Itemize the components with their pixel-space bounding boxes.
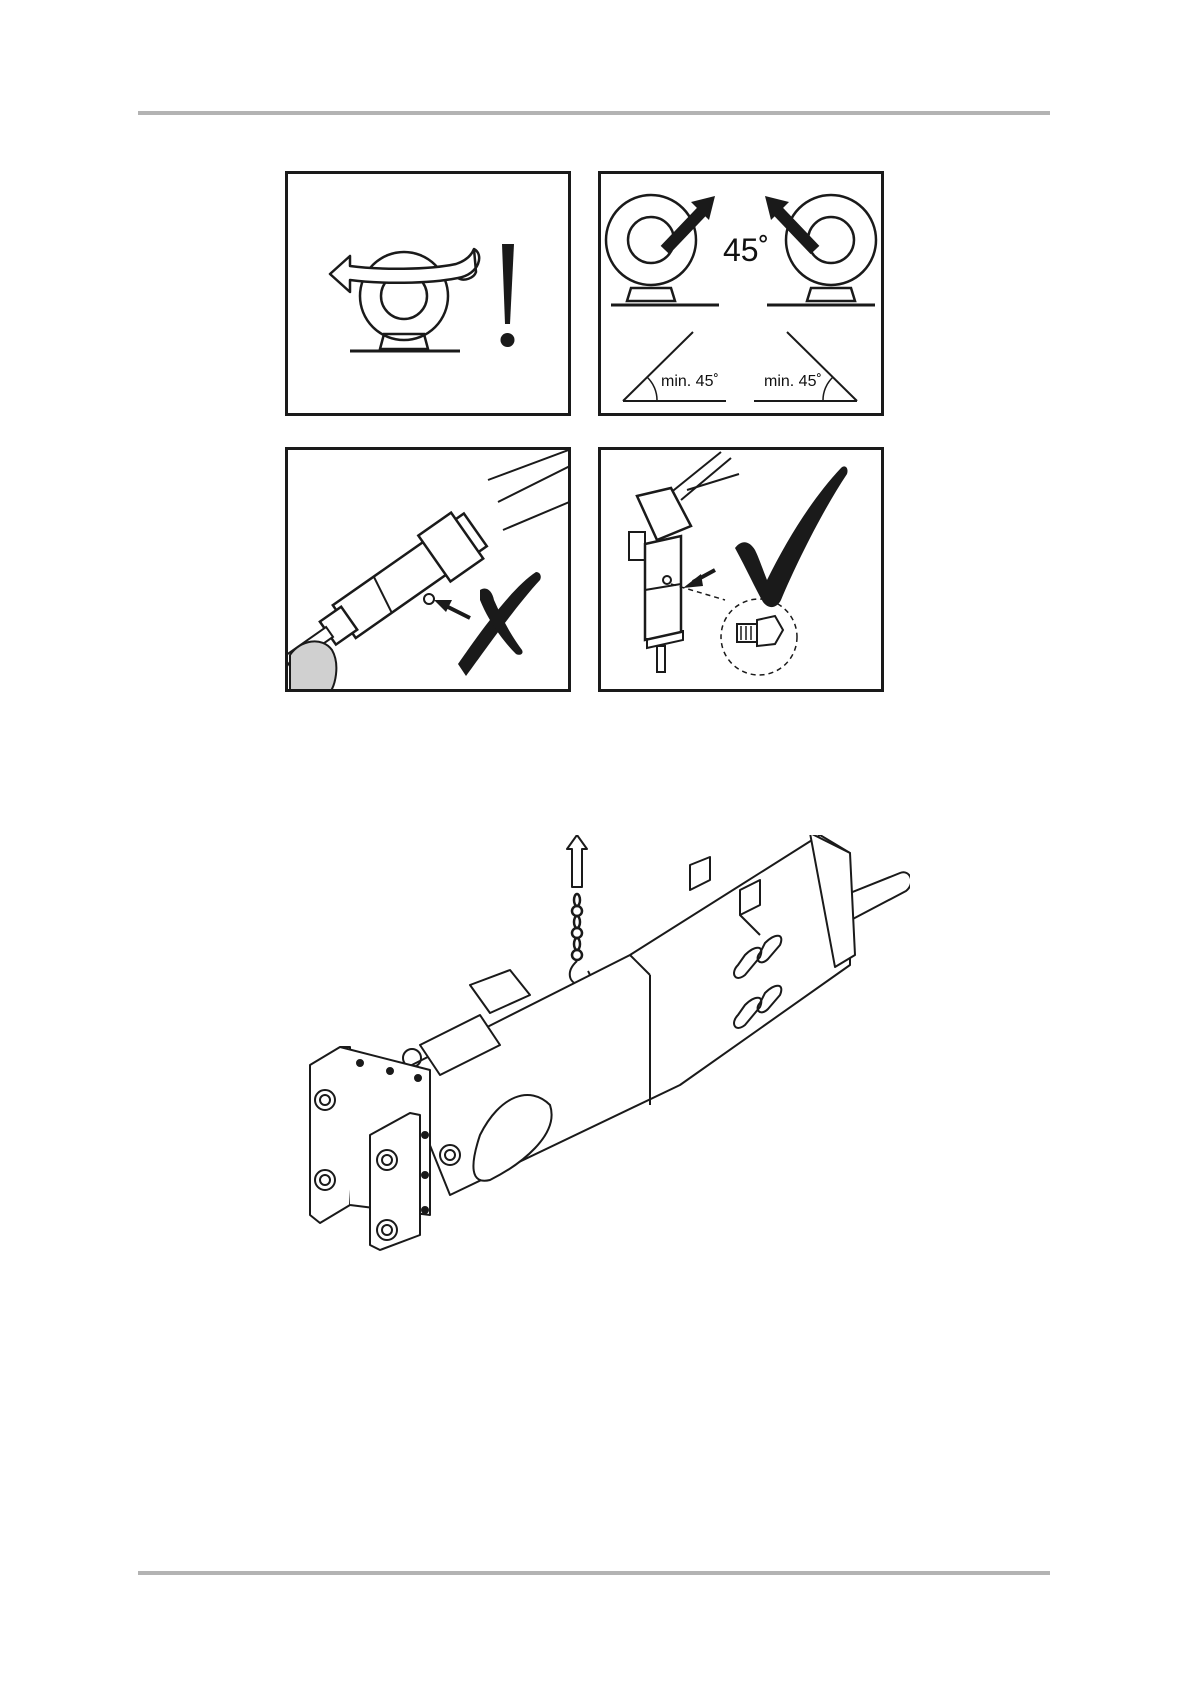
hammer-wrong-icon: [288, 450, 571, 692]
eye-bolt-rotation-icon: [288, 174, 571, 416]
wrong-lifting-panel: [285, 447, 571, 692]
angle-label: 45˚: [723, 232, 769, 269]
rotate-arrow-icon: [330, 249, 479, 292]
bolt-icon: [737, 616, 783, 646]
check-icon: [735, 466, 848, 607]
breaker-icon: [310, 835, 910, 1250]
footer-rule: [138, 1571, 1050, 1575]
correct-lifting-panel: [598, 447, 884, 692]
min-angle-right-label: min. 45˚: [764, 373, 822, 391]
chain-icon: [572, 894, 582, 960]
angle-diagram-icon: [601, 174, 884, 416]
lift-arrow-icon: [567, 835, 587, 887]
exclamation-icon: [502, 244, 514, 324]
rotation-warning-panel: [285, 171, 571, 416]
breaker-lifting-illustration: [290, 835, 910, 1290]
header-rule: [138, 111, 1050, 115]
angle-instruction-panel: 45˚ min. 45˚ min. 45˚: [598, 171, 884, 416]
hammer-correct-icon: [601, 450, 884, 692]
min-angle-left-label: min. 45˚: [661, 373, 719, 391]
